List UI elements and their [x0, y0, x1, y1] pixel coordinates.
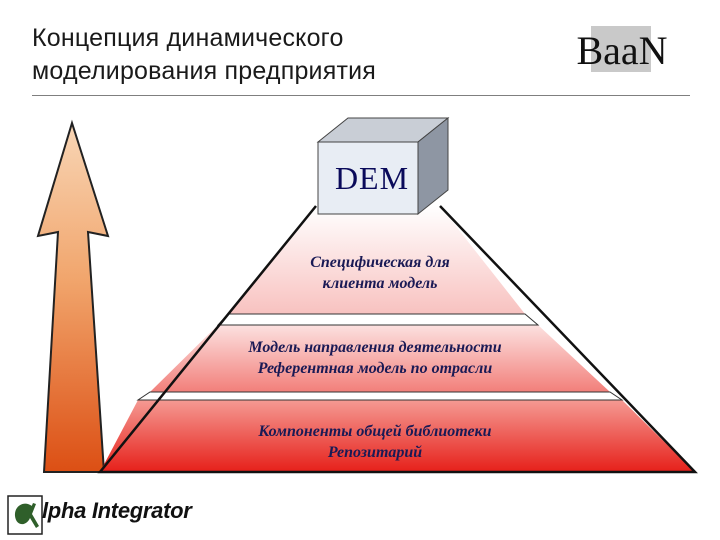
pyramid-tier-bottom — [100, 400, 695, 472]
dem-cube — [316, 116, 450, 216]
growth-arrow-shape — [36, 119, 110, 473]
tier-middle-line-1: Модель направления деятельности — [248, 339, 502, 356]
alpha-integrator-logo — [7, 495, 43, 535]
baan-logo-backdrop — [591, 26, 651, 72]
pyramid — [97, 205, 698, 474]
title-line-1: Концепция динамического — [32, 24, 344, 52]
tier-bottom-line-2: Репозитарий — [327, 444, 423, 461]
tier-bottom-line-1: Компоненты общей библиотеки — [258, 423, 492, 440]
pyramid-tier-top — [228, 206, 525, 314]
alpha-integrator-text: lpha Integrator — [42, 498, 192, 523]
tier-separator-1 — [216, 313, 540, 326]
baan-logo-text: BaaN — [576, 28, 667, 73]
baan-logo: BaaN — [576, 26, 668, 73]
alpha-symbol-icon — [14, 503, 39, 528]
title-divider — [32, 95, 690, 96]
tier-top-line-2: клиента модель — [322, 275, 438, 292]
growth-arrow — [36, 119, 110, 473]
tier-separator-2 — [136, 391, 624, 401]
tier-label-top: Специфическая для клиента модель — [280, 252, 480, 294]
dem-label: DEM — [334, 160, 410, 196]
tier-label-middle: Модель направления деятельности Референт… — [185, 337, 565, 379]
pyramid-outline — [97, 205, 698, 474]
page-title: Концепция динамического моделирования пр… — [32, 22, 376, 88]
tier-label-bottom: Компоненты общей библиотеки Репозитарий — [175, 421, 575, 463]
tier-top-line-1: Специфическая для — [310, 254, 450, 271]
pyramid-tier-middle — [150, 325, 610, 392]
tier-middle-line-2: Референтная модель по отрасли — [257, 360, 493, 377]
title-line-2: моделирования предприятия — [32, 57, 377, 85]
dem-cube-front — [317, 141, 419, 215]
